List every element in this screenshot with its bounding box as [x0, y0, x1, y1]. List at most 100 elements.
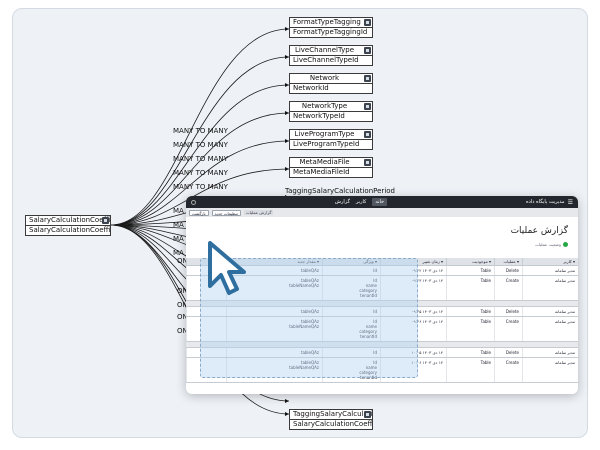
nav-item-user[interactable]: کاربر [355, 199, 367, 205]
relation-label: MA [173, 235, 184, 243]
breadcrumb[interactable]: گزارش عملیات [243, 210, 274, 215]
relation-line [110, 55, 290, 226]
entity-title: LiveChannelType [290, 46, 372, 56]
entity-title: MetaMediaFile [290, 158, 372, 168]
status-text: وضعیت عملیات [535, 242, 561, 247]
brand[interactable]: ☰ مدیریت پایگاه داده [526, 199, 573, 206]
table-cell-feature: Id name category tenantId [322, 276, 380, 300]
table-cell-time: ۱۴ دی ۱۴۰۳ ۰۹:۲۳ [380, 276, 446, 300]
entity-title: Network [290, 74, 372, 84]
column-header-time[interactable]: ▾ زمان تغییر [380, 258, 446, 265]
entity-field: SalaryCalculationCoefficient [293, 420, 372, 428]
collapse-toggle-icon[interactable] [364, 159, 371, 166]
back-button[interactable]: بازگشت [189, 209, 209, 216]
table-cell-user: مدیر سامانه [522, 348, 578, 357]
brand-title: مدیریت پایگاه داده [526, 199, 565, 205]
nav-item-report[interactable]: گزارش [334, 199, 350, 205]
table-cell-time: ۱۴ دی ۱۴۰۳ ۱۰:۰۶ [380, 358, 446, 382]
app-window: ☰ مدیریت پایگاه داده خانه کاربر گزارش با… [186, 196, 578, 394]
partial-entity-title: TaggingSalaryCalculationPeriod [285, 187, 395, 195]
collapse-toggle-icon[interactable] [364, 131, 371, 138]
table-cell-user: مدیر سامانه [522, 266, 578, 275]
table-cell-newval: tableQAz tableNameQAz [226, 358, 322, 382]
table-cell-subject: Table [446, 307, 494, 316]
table-cell-subject: Table [446, 266, 494, 275]
new-settings-button[interactable]: تنظیمات جدید [211, 209, 241, 216]
entity-title: TaggingSalaryCalculation [290, 410, 372, 420]
entity-field: LiveProgramTypeId [293, 140, 360, 148]
relation-label: MANY TO MANY [173, 141, 228, 149]
relation-label: MANY TO MANY [173, 127, 228, 135]
status-indicator: وضعیت عملیات [535, 242, 568, 247]
entity-title: SalaryCalculationCoefficient [26, 216, 110, 226]
table-cell-op: Create [494, 358, 522, 382]
arrow-cursor-icon [208, 241, 246, 295]
relation-label: ON [177, 313, 188, 321]
relation-label: ON [177, 287, 188, 295]
page-title: گزارش عملیات [510, 226, 568, 236]
menu-icon[interactable]: ☰ [567, 198, 573, 206]
collapse-toggle-icon[interactable] [364, 47, 371, 54]
toolbar: بازگشت تنظیمات جدید گزارش عملیات [186, 208, 578, 217]
relation-label: ON [177, 327, 188, 335]
table-cell-op: Delete [494, 348, 522, 357]
table-cell-user: مدیر سامانه [522, 276, 578, 300]
relation-line [110, 111, 290, 226]
entity-field: NetworkId [293, 84, 329, 92]
relation-label: MANY TO MANY [173, 155, 228, 163]
sort-icon: ▾ [315, 259, 319, 264]
collapse-toggle-icon[interactable] [364, 103, 371, 110]
sort-icon: ▾ [439, 259, 443, 264]
entity-title: FormatTypeTagging [290, 18, 372, 28]
table-cell-feature: Id [322, 348, 380, 357]
bottom-entity[interactable]: TaggingSalaryCalculation SalaryCalculati… [289, 409, 373, 430]
column-header-user[interactable]: ▾ کاربر [522, 258, 578, 265]
audit-table: ▾ کاربر ▾ عملیات ▾ موجودیت ▾ زمان تغییر … [186, 258, 578, 383]
user-avatar-icon[interactable] [191, 199, 197, 205]
sort-icon: ▾ [487, 259, 491, 264]
column-header-entity[interactable]: ▾ موجودیت [446, 258, 494, 265]
collapse-toggle-icon[interactable] [364, 19, 371, 26]
table-cell-time: ۱۴ دی ۱۴۰۳ ۰۹:۴۶ [380, 317, 446, 341]
collapse-toggle-icon[interactable] [364, 75, 371, 82]
status-dot-icon [563, 242, 568, 247]
table-cell-feature: Id name category tenantId [322, 317, 380, 341]
relation-label: MANY TO MANY [173, 169, 228, 177]
relation-label: MA [173, 207, 184, 215]
row-separator [186, 301, 578, 307]
entity-field: SalaryCalculationCoefficientId [29, 226, 110, 234]
table-cell-time: ۱۴ دی ۱۴۰۳ ۰۹:۲۲ [380, 266, 446, 275]
column-header-operation[interactable]: ▾ عملیات [494, 258, 522, 265]
relation-label: MANY TO MANY [173, 183, 228, 191]
top-navbar: ☰ مدیریت پایگاه داده خانه کاربر گزارش [186, 196, 578, 208]
table-cell-newval: tableQAz [226, 348, 322, 357]
source-entity[interactable]: SalaryCalculationCoefficient SalaryCalcu… [25, 215, 111, 236]
row-separator [186, 342, 578, 348]
collapse-toggle-icon[interactable] [364, 411, 371, 418]
table-cell-subject: Table [446, 358, 494, 382]
sort-icon: ▾ [571, 259, 575, 264]
nav-item-home[interactable]: خانه [372, 198, 388, 206]
table-cell-user: مدیر سامانه [522, 307, 578, 316]
relation-label: ON [177, 257, 188, 265]
table-cell-user: مدیر سامانه [522, 358, 578, 382]
table-cell-newval: tableQAz tableNameQAz [226, 317, 322, 341]
column-header-feature[interactable]: ▾ ویژگی [322, 258, 380, 265]
table-cell-time: ۱۴ دی ۱۴۰۳ ۱۰:۰۵ [380, 348, 446, 357]
table-cell-feature: Id [322, 307, 380, 316]
entity-field: MetaMediaFileId [293, 168, 350, 176]
collapse-toggle-icon[interactable] [102, 217, 109, 224]
